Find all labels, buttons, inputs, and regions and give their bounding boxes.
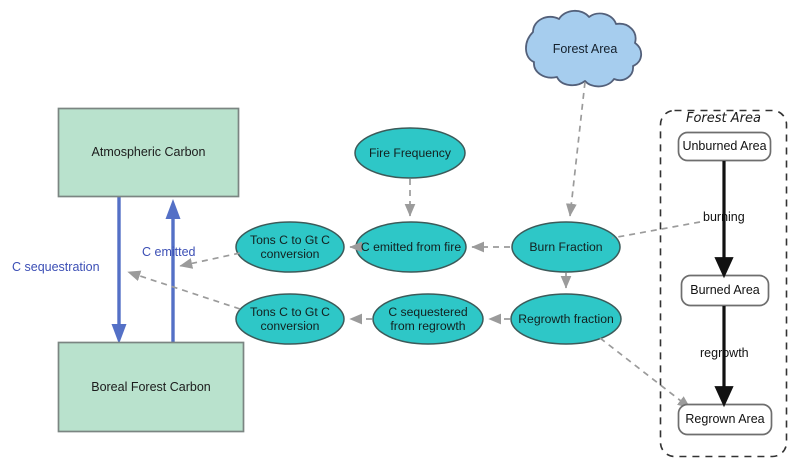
causal-links xyxy=(127,81,701,409)
variable-burn-fraction-shape xyxy=(511,221,621,273)
group-forest-area-border xyxy=(659,109,788,458)
flow-c-emitted xyxy=(165,199,181,342)
box-regrown-area-shape xyxy=(677,403,773,436)
stock-atmospheric-carbon-shape xyxy=(57,107,240,198)
variable-tons-c-conversion-top-shape xyxy=(235,221,345,273)
box-unburned-area-shape xyxy=(677,131,772,162)
box-burned-area-shape xyxy=(680,274,770,307)
flow-c-sequestration xyxy=(111,197,127,344)
variable-c-sequestered-from-regrowth-shape xyxy=(372,293,484,345)
edge-label-regrowth: regrowth xyxy=(700,346,749,360)
link-conversion-bottom-to-c-sequestration-flow xyxy=(127,270,241,310)
variable-fire-frequency-shape xyxy=(354,127,466,179)
cloud-forest-area-shape xyxy=(525,9,643,88)
link-burning-to-burn-fraction xyxy=(611,221,701,239)
link-regrowth-fraction-to-regrown-area xyxy=(599,337,691,409)
link-forest-area-to-burn-fraction xyxy=(565,81,586,217)
flow-label-c-emitted: C emitted xyxy=(142,245,196,259)
edge-label-burning: burning xyxy=(703,210,745,224)
variable-c-emitted-from-fire-shape xyxy=(355,221,467,273)
variable-tons-c-conversion-bottom-shape xyxy=(235,293,345,345)
flow-label-c-sequestration: C sequestration xyxy=(12,260,100,274)
variable-regrowth-fraction-shape xyxy=(510,293,622,345)
group-forest-area-title: Forest Area xyxy=(686,111,761,126)
stock-boreal-forest-carbon-shape xyxy=(57,341,245,433)
